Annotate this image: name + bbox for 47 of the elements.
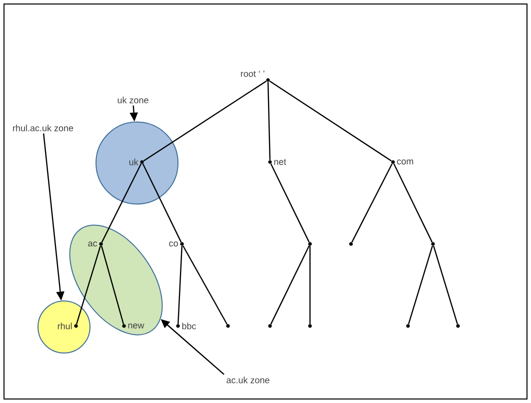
tree-node	[308, 324, 312, 328]
zone-circle	[96, 122, 178, 204]
tree-branch	[433, 246, 458, 324]
tree-branch	[309, 246, 311, 324]
node-label: net	[274, 159, 286, 165]
tree-node	[431, 242, 435, 246]
tree-branch	[408, 246, 433, 324]
node-label: bbc	[182, 322, 196, 330]
zone-label: ac.uk zone	[226, 376, 270, 384]
tree-branch	[76, 246, 101, 324]
zone-label: rhul.ac.uk zone	[13, 124, 74, 132]
zone-label: uk zone	[118, 96, 148, 104]
tree-node: rhul	[58, 322, 78, 330]
tree-node	[456, 324, 460, 328]
tree-branch	[270, 164, 310, 242]
tree-branch	[351, 164, 393, 242]
node-label: root ‘ ’	[240, 70, 264, 77]
tree-node	[268, 324, 272, 328]
tree-node	[226, 324, 230, 328]
tree-node: new	[122, 324, 144, 328]
tree-node	[308, 242, 312, 246]
node-label: com	[397, 160, 414, 164]
tree-node	[406, 324, 410, 328]
tree-branch	[270, 246, 310, 324]
tree-branch	[100, 246, 124, 324]
tree-branch	[267, 82, 271, 160]
node-label: rhul	[58, 322, 72, 330]
tree-node: net	[268, 159, 286, 165]
tree-branch	[101, 164, 142, 242]
tree-branch	[269, 80, 392, 162]
tree-branch	[393, 164, 433, 242]
tree-branch	[143, 80, 267, 162]
tree-branch	[178, 246, 182, 324]
tree-node: root ‘ ’	[240, 70, 270, 82]
tree-node: ac	[88, 242, 103, 246]
tree-node: com	[391, 160, 414, 164]
tree-node: co	[169, 242, 184, 246]
zone-circle	[38, 300, 90, 354]
tree-branch	[142, 164, 182, 242]
tree-node: uk	[129, 158, 144, 166]
tree-branch	[182, 245, 228, 325]
tree-node: bbc	[176, 322, 196, 330]
node-label: uk	[129, 158, 138, 166]
node-label: co	[169, 242, 178, 246]
node-label: ac	[88, 242, 98, 246]
node-label: new	[128, 324, 144, 328]
tree-node	[349, 242, 353, 246]
